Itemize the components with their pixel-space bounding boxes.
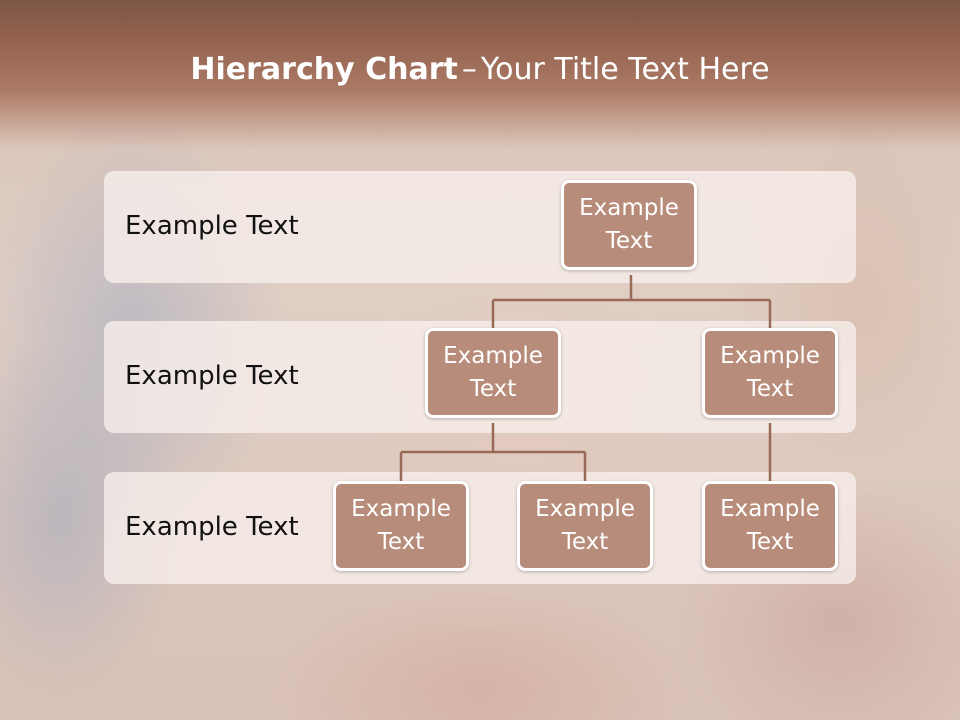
level-label-2: Example Text xyxy=(125,361,299,391)
node-root-line1: Example xyxy=(579,195,679,221)
level-label-1: Example Text xyxy=(125,211,299,241)
level-label-3: Example Text xyxy=(125,512,299,542)
node-level2-right-line1: Example xyxy=(720,343,820,369)
node-root-line2: Text xyxy=(605,228,653,254)
title-rest: Your Title Text Here xyxy=(480,52,770,87)
page-title: Hierarchy Chart–Your Title Text Here xyxy=(0,52,960,87)
title-bold: Hierarchy Chart xyxy=(190,52,458,87)
node-level3-1-line2: Text xyxy=(377,529,425,555)
header-bar xyxy=(0,0,960,150)
node-level3-3-line1: Example xyxy=(720,496,820,522)
node-level2-right-line2: Text xyxy=(746,376,794,402)
node-level2-left-line1: Example xyxy=(443,343,543,369)
node-level3-2-line2: Text xyxy=(561,529,609,555)
connector-root xyxy=(491,275,772,329)
node-level3-1-line1: Example xyxy=(351,496,451,522)
node-level2-left-line2: Text xyxy=(469,376,517,402)
node-level3-3-line2: Text xyxy=(746,529,794,555)
node-level3-2-line1: Example xyxy=(535,496,635,522)
title-separator: – xyxy=(461,52,477,87)
level-band-1 xyxy=(104,171,856,283)
connector-left xyxy=(399,423,587,482)
